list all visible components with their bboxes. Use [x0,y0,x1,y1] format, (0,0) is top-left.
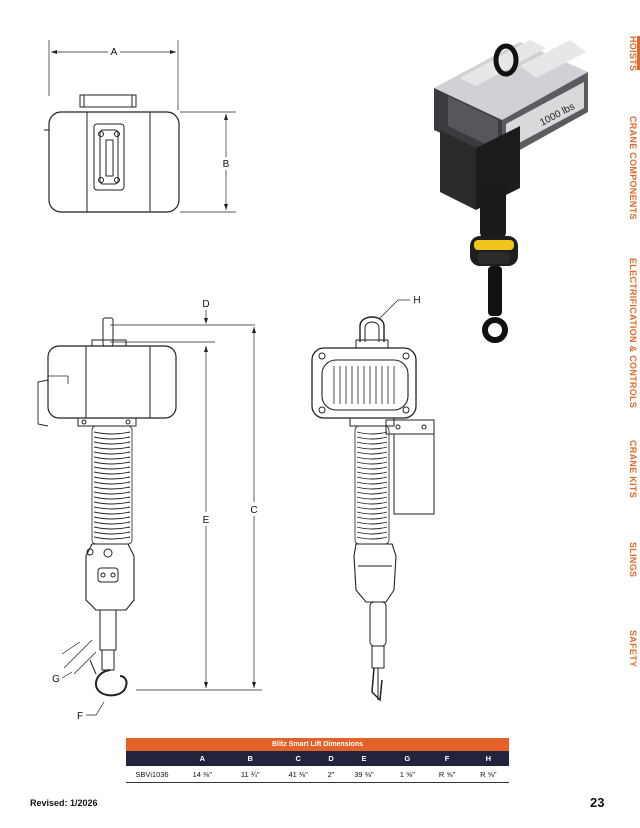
table-cell: R ⅝" [467,766,509,783]
column-header: D [322,751,340,766]
front-view: H [311,295,435,702]
column-header: C [273,751,323,766]
dimensions-table: Blitz Smart Lift Dimensions A B C D E G … [126,738,509,783]
revised-date: Revised: 1/2026 [30,798,98,808]
hoist-3d-render: 1000 lbs [434,40,588,343]
table-cell: 14 ⅜" [178,766,227,783]
side-view: D G F [37,299,262,722]
label-a: A [111,47,118,58]
label-e: E [203,515,210,526]
label-f: F [77,711,83,722]
table-cell: 39 ⅜" [339,766,389,783]
page-number: 23 [590,795,605,810]
top-view: A B [44,40,236,213]
column-header: G [388,751,427,766]
column-header: B [226,751,274,766]
label-c: C [250,505,257,516]
table-cell: SBVi1036 [126,766,178,783]
nav-item-hoists[interactable]: HOISTS [628,36,638,72]
table-cell: R ⅝" [426,766,468,783]
active-section-indicator [637,36,640,70]
nav-item-safety[interactable]: SAFETY [628,630,638,668]
table-cell: 11 ¾" [226,766,274,783]
spring-coils [93,431,131,540]
label-d: D [202,299,209,310]
table-cell: 1 ⅝" [388,766,427,783]
table-cell: 41 ⅜" [273,766,323,783]
table-row: SBVi1036 14 ⅜" 11 ¾" 41 ⅜" 2" 39 ⅜" 1 ⅝"… [126,766,509,783]
nav-item-slings[interactable]: SLINGS [628,542,638,578]
nav-item-crane-kits[interactable]: CRANE KITS [628,440,638,499]
column-header [126,751,178,766]
nav-item-electrification-controls[interactable]: ELECTRIFICATION & CONTROLS [628,258,638,409]
label-h: H [413,295,420,306]
hoist-technical-drawing: A B D [37,40,588,722]
table-header-row: A B C D E G F H [126,751,509,766]
column-header: A [178,751,227,766]
nav-item-crane-components[interactable]: CRANE COMPONENTS [628,116,638,220]
column-header: F [426,751,468,766]
section-sidebar: HOISTS CRANE COMPONENTS ELECTRIFICATION … [618,0,640,828]
column-header: E [339,751,389,766]
label-g: G [52,674,60,685]
column-header: H [467,751,509,766]
table-title: Blitz Smart Lift Dimensions [126,738,509,751]
table-cell: 2" [322,766,340,783]
label-b: B [223,159,230,170]
